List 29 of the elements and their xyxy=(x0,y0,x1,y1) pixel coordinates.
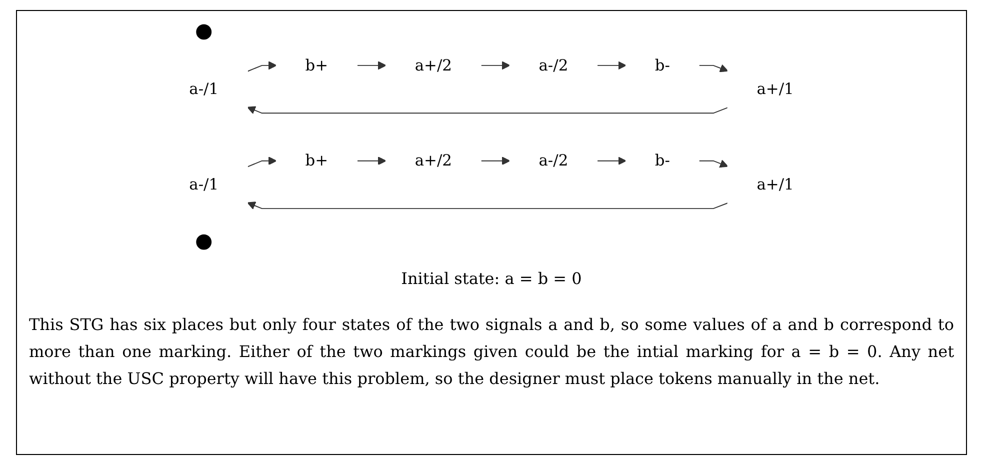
node-text: a-/1 xyxy=(189,175,219,194)
arrow xyxy=(480,156,510,166)
node-text: b- xyxy=(654,151,670,170)
node-circle xyxy=(196,234,212,250)
node-text: b+ xyxy=(305,56,328,74)
caption: This STG has six places but only four states of the two signals a and b, so some values of a and b correspond to more than one marking. Either of the two markings given could be the intial marking for a = b = 0. Any net without the USC property will have this problem, so the designer must place tokens manually in the net. xyxy=(29,314,954,390)
arrow xyxy=(247,61,277,72)
arrow xyxy=(480,61,510,70)
arrow xyxy=(698,64,728,72)
stg-drawing: a-/1 b+ a+/2 a-/2 a+/1 b- a-/1 b+ a+/2 a-/2 a+/1 b- xyxy=(27,17,956,257)
arrow xyxy=(356,61,386,70)
node-circle xyxy=(196,24,212,40)
node-text: b+ xyxy=(305,151,328,170)
node-text: a+/2 xyxy=(414,56,452,74)
arrow xyxy=(698,160,728,168)
arrow xyxy=(356,156,386,166)
node-text: a+/1 xyxy=(756,175,794,194)
node-text: b- xyxy=(654,56,670,74)
node-text: a+/1 xyxy=(756,80,794,98)
arrow xyxy=(596,156,626,166)
node-text: a+/2 xyxy=(414,151,452,170)
arrow xyxy=(247,202,728,210)
arrow xyxy=(247,156,277,168)
node-text: a-/2 xyxy=(538,56,568,74)
state-label: Initial state: a = b = 0 xyxy=(401,269,582,288)
arrow xyxy=(247,106,728,114)
node-text: a-/2 xyxy=(538,151,568,170)
node-text: a-/1 xyxy=(189,80,219,98)
arrow xyxy=(596,61,626,70)
